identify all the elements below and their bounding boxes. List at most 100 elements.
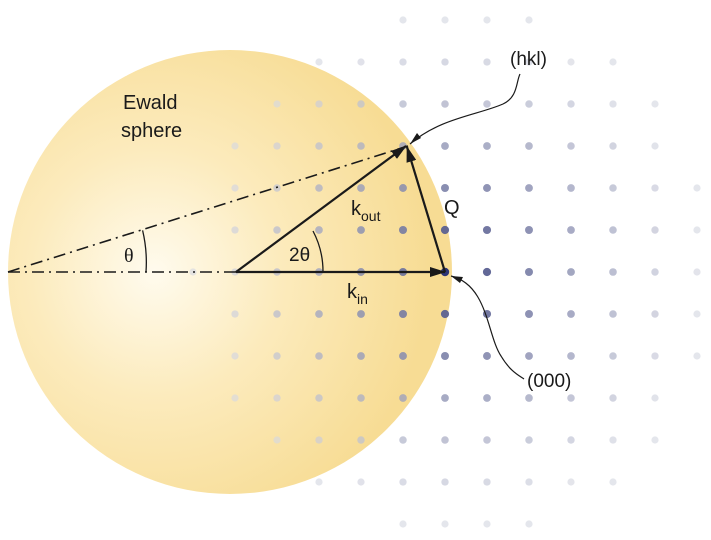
lattice-point [651, 268, 659, 276]
lattice-point [315, 226, 323, 234]
lattice-point [273, 100, 281, 108]
lattice-point [231, 394, 239, 402]
lattice-point [609, 394, 617, 402]
lattice-point [441, 100, 449, 108]
lattice-point [609, 268, 617, 276]
lattice-point [399, 478, 407, 486]
lattice-point [483, 436, 491, 444]
lattice-point [525, 478, 533, 486]
lattice-point [609, 184, 617, 192]
lattice-point [273, 436, 281, 444]
two-theta-arc [312, 230, 324, 273]
lattice-point [651, 436, 659, 444]
lattice-point [399, 16, 407, 24]
origin-leader-arrowhead [451, 276, 463, 283]
lattice-point [357, 142, 365, 150]
k-in-label: kin [347, 281, 368, 307]
lattice-point [651, 310, 659, 318]
q-vector [405, 146, 447, 273]
k-out-vector [235, 145, 407, 273]
lattice-point [525, 184, 533, 192]
lattice-point [441, 436, 449, 444]
lattice-point [483, 478, 491, 486]
lattice-point [398, 309, 408, 319]
lattice-point [399, 100, 407, 108]
lattice-point [440, 309, 450, 319]
lattice-point [441, 520, 449, 528]
lattice-point [441, 58, 449, 66]
lattice-point [483, 58, 491, 66]
hkl-leader-arrowhead [410, 133, 421, 144]
lattice-point [693, 352, 701, 360]
lattice-point [525, 226, 533, 234]
lattice-point [231, 226, 239, 234]
two-theta-label: 2θ [289, 245, 310, 266]
lattice-point [567, 310, 575, 318]
lattice-point [609, 436, 617, 444]
lattice-point [609, 142, 617, 150]
lattice-point [441, 394, 449, 402]
lattice-point [315, 100, 323, 108]
lattice-point [525, 352, 533, 360]
lattice-point [399, 520, 407, 528]
lattice-point [357, 184, 365, 192]
lattice-point [440, 225, 450, 235]
lattice-point [315, 142, 323, 150]
lattice-point [315, 310, 323, 318]
lattice-point [273, 352, 281, 360]
lattice-point [651, 142, 659, 150]
lattice-point [399, 184, 407, 192]
lattice-point [357, 58, 365, 66]
lattice-point [567, 226, 575, 234]
lattice-point [315, 58, 323, 66]
lattice-point [651, 184, 659, 192]
lattice-point [483, 16, 491, 24]
lattice-point [567, 268, 575, 276]
lattice-point [567, 100, 575, 108]
lattice-point [693, 226, 701, 234]
lattice-point [525, 16, 533, 24]
lattice-point [315, 478, 323, 486]
k-out-label: kout [351, 198, 381, 224]
lattice-point [651, 226, 659, 234]
lattice-point [441, 478, 449, 486]
lattice-point [483, 520, 491, 528]
lattice-point [315, 436, 323, 444]
theta-arc [141, 230, 147, 273]
lattice-point [567, 478, 575, 486]
lattice-point [273, 394, 281, 402]
lattice-point [567, 142, 575, 150]
k-out-subscript: out [361, 208, 381, 224]
hkl-label: (hkl) [510, 49, 547, 70]
lattice-point [398, 225, 408, 235]
lattice-point [525, 268, 533, 276]
lattice-point [315, 184, 323, 192]
lattice-point [315, 352, 323, 360]
q-label: Q [444, 197, 460, 219]
lattice-point [483, 184, 491, 192]
ewald-sphere-label-line1: Ewald [123, 92, 177, 114]
k-out-base: k [351, 198, 362, 220]
lattice-point [483, 394, 491, 402]
lattice-point [609, 226, 617, 234]
lattice-point [609, 478, 617, 486]
lattice-point [609, 310, 617, 318]
lattice-point [567, 394, 575, 402]
lattice-point [693, 268, 701, 276]
origin-leader-curve [450, 275, 525, 380]
lattice-point [357, 436, 365, 444]
lattice-point [609, 58, 617, 66]
lattice-point [357, 394, 365, 402]
lattice-point [483, 352, 491, 360]
lattice-point [525, 100, 533, 108]
lattice-point [441, 184, 449, 192]
lattice-point [567, 436, 575, 444]
lattice-point [651, 394, 659, 402]
lattice-point [693, 310, 701, 318]
lattice-point [609, 100, 617, 108]
lattice-point [273, 310, 281, 318]
ewald-sphere-label-line2: sphere [121, 120, 182, 142]
lattice-point [399, 58, 407, 66]
lattice-point [399, 394, 407, 402]
